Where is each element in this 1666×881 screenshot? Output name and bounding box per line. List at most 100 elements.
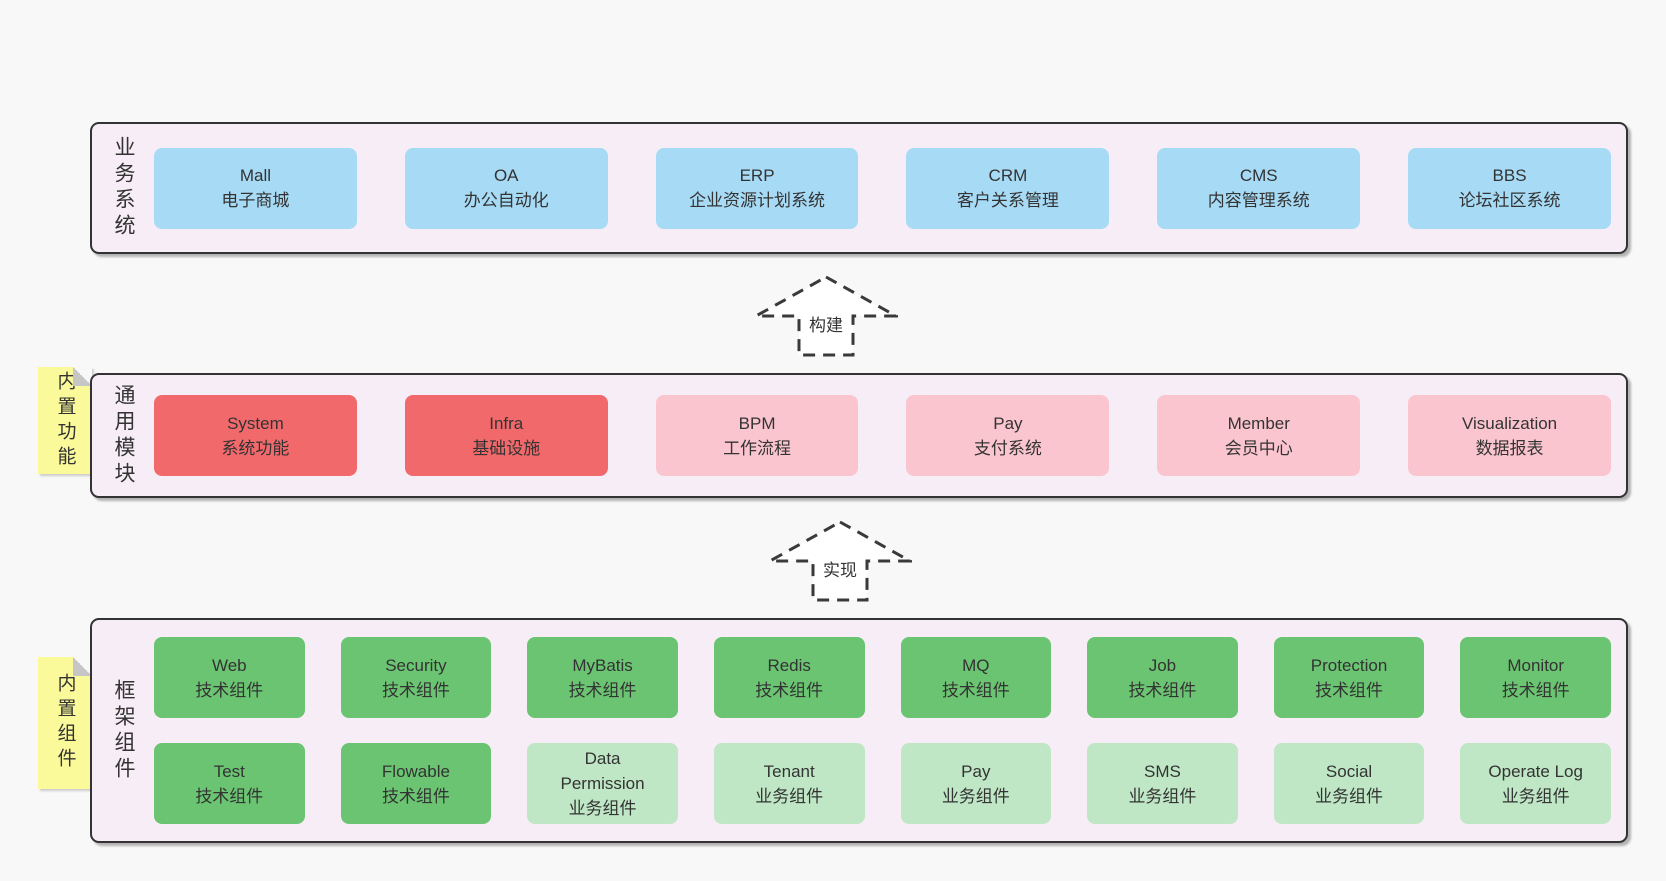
box-data-permission-name: Data Permission xyxy=(560,749,645,793)
box-security-name: Security xyxy=(385,655,447,675)
box-infra-desc: 基础设施 xyxy=(472,438,541,458)
box-infra-name: Infra xyxy=(489,413,524,433)
box-pay: Pay 支付系统 xyxy=(906,395,1110,476)
box-cms-name: CMS xyxy=(1239,166,1278,185)
box-crm: CRM 客户关系管理 xyxy=(906,147,1110,229)
common-modules-grid: System 系统功能 Infra 基础设施 BPM 工作流程 Pay 支付系统 Mem… xyxy=(154,375,1611,496)
build-arrow: 构建 xyxy=(754,275,898,357)
box-bbs-name: BBS xyxy=(1492,166,1527,185)
box-operate-log-desc: 业务组件 xyxy=(1501,786,1570,806)
box-bpm-desc: 工作流程 xyxy=(723,438,792,458)
box-bbs-desc: 论坛社区系统 xyxy=(1458,191,1561,210)
box-tenant-desc: 业务组件 xyxy=(755,786,824,806)
box-monitor: Monitor 技术组件 xyxy=(1460,637,1611,718)
box-job: Job 技术组件 xyxy=(1087,637,1238,718)
box-redis-name: Redis xyxy=(767,655,811,675)
box-social: Social 业务组件 xyxy=(1273,743,1425,824)
box-mq-desc: 技术组件 xyxy=(941,680,1010,700)
box-protection: Protection 技术组件 xyxy=(1273,637,1425,718)
box-system-desc: 系统功能 xyxy=(221,438,290,458)
box-sms-name: SMS xyxy=(1144,761,1181,781)
box-test-desc: 技术组件 xyxy=(195,786,264,806)
box-oa-desc: 办公自动化 xyxy=(463,191,549,210)
box-mybatis-name: MyBatis xyxy=(572,655,633,675)
box-pay-desc: 支付系统 xyxy=(973,438,1042,458)
box-visualization-name: Visualization xyxy=(1462,413,1558,433)
box-crm-desc: 客户关系管理 xyxy=(956,191,1059,210)
box-mall: Mall 电子商城 xyxy=(154,147,357,229)
builtin-features-note-label: 内置功能 xyxy=(54,370,76,471)
box-data-permission: Data Permission 业务组件 xyxy=(527,743,678,824)
box-system: System 系统功能 xyxy=(154,395,357,476)
framework-components-layer-label: 框架组件 xyxy=(112,678,135,783)
box-mall-name: Mall xyxy=(239,166,271,185)
box-member-desc: 会员中心 xyxy=(1224,438,1293,458)
box-monitor-name: Monitor xyxy=(1507,655,1565,675)
box-oa-name: OA xyxy=(493,166,519,185)
box-pay-name: Pay xyxy=(993,413,1023,433)
box-system-name: System xyxy=(227,413,284,433)
box-redis-desc: 技术组件 xyxy=(755,680,824,700)
box-pay-biz-name: Pay xyxy=(961,761,991,781)
common-modules-layer: 通用模块 System 系统功能 Infra 基础设施 BPM 工作流程 Pay 支付系… xyxy=(90,373,1628,498)
business-systems-layer: 业务系统 Mall 电子商城 OA 办公自动化 ERP 企业资源计划系统 CRM 客户关… xyxy=(90,122,1628,254)
box-sms-desc: 业务组件 xyxy=(1128,786,1197,806)
box-flowable-name: Flowable xyxy=(381,761,450,781)
box-social-desc: 业务组件 xyxy=(1315,786,1384,806)
box-tenant-name: Tenant xyxy=(763,761,815,781)
box-bpm-name: BPM xyxy=(738,413,776,433)
box-redis: Redis 技术组件 xyxy=(713,637,865,718)
builtin-components-note-label: 内置组件 xyxy=(54,673,76,773)
box-protection-name: Protection xyxy=(1310,655,1388,675)
box-member: Member 会员中心 xyxy=(1157,395,1361,476)
box-protection-desc: 技术组件 xyxy=(1315,680,1384,700)
box-mq-name: MQ xyxy=(962,655,990,675)
box-visualization: Visualization 数据报表 xyxy=(1408,395,1611,476)
box-operate-log-name: Operate Log xyxy=(1488,761,1583,781)
box-job-name: Job xyxy=(1148,655,1177,675)
box-mybatis: MyBatis 技术组件 xyxy=(527,637,678,718)
box-crm-name: CRM xyxy=(988,166,1028,185)
box-mall-desc: 电子商城 xyxy=(221,191,290,210)
box-test: Test 技术组件 xyxy=(154,743,305,824)
box-mq: MQ 技术组件 xyxy=(900,637,1052,718)
box-mybatis-desc: 技术组件 xyxy=(568,680,637,700)
box-cms-desc: 内容管理系统 xyxy=(1207,191,1310,210)
box-web-desc: 技术组件 xyxy=(195,680,264,700)
box-bbs: BBS 论坛社区系统 xyxy=(1408,147,1611,229)
framework-components-grid: Web 技术组件 Security 技术组件 MyBatis 技术组件 Redis 技术… xyxy=(154,620,1611,841)
box-monitor-desc: 技术组件 xyxy=(1501,680,1570,700)
box-tenant: Tenant 业务组件 xyxy=(713,743,865,824)
box-sms: SMS 业务组件 xyxy=(1087,743,1238,824)
box-erp: ERP 企业资源计划系统 xyxy=(655,147,859,229)
box-security-desc: 技术组件 xyxy=(381,680,450,700)
box-erp-name: ERP xyxy=(739,166,775,185)
box-visualization-desc: 数据报表 xyxy=(1475,438,1544,458)
box-pay-biz: Pay 业务组件 xyxy=(900,743,1052,824)
box-infra: Infra 基础设施 xyxy=(404,395,608,476)
box-bpm: BPM 工作流程 xyxy=(655,395,859,476)
box-erp-desc: 企业资源计划系统 xyxy=(689,191,826,210)
box-job-desc: 技术组件 xyxy=(1128,680,1197,700)
box-member-name: Member xyxy=(1227,413,1290,433)
framework-components-layer: 框架组件 Web 技术组件 Security 技术组件 MyBatis 技术组件 Re… xyxy=(90,618,1628,843)
builtin-features-note: 内置功能 xyxy=(38,367,92,474)
box-oa: OA 办公自动化 xyxy=(404,147,608,229)
box-test-name: Test xyxy=(213,761,245,781)
business-systems-grid: Mall 电子商城 OA 办公自动化 ERP 企业资源计划系统 CRM 客户关系管理 C… xyxy=(154,124,1611,252)
box-security: Security 技术组件 xyxy=(340,637,492,718)
box-pay-biz-desc: 业务组件 xyxy=(941,786,1010,806)
box-web: Web 技术组件 xyxy=(154,637,305,718)
common-modules-layer-label: 通用模块 xyxy=(112,383,135,488)
box-web-name: Web xyxy=(211,655,247,675)
builtin-components-note: 内置组件 xyxy=(38,657,92,789)
implement-arrow-label: 实现 xyxy=(820,556,860,581)
business-systems-layer-label: 业务系统 xyxy=(112,136,135,240)
box-data-permission-desc: 业务组件 xyxy=(568,799,637,818)
build-arrow-label: 构建 xyxy=(806,311,846,336)
box-flowable-desc: 技术组件 xyxy=(381,786,450,806)
implement-arrow: 实现 xyxy=(768,520,912,602)
box-social-name: Social xyxy=(1325,761,1373,781)
box-operate-log: Operate Log 业务组件 xyxy=(1460,743,1611,824)
